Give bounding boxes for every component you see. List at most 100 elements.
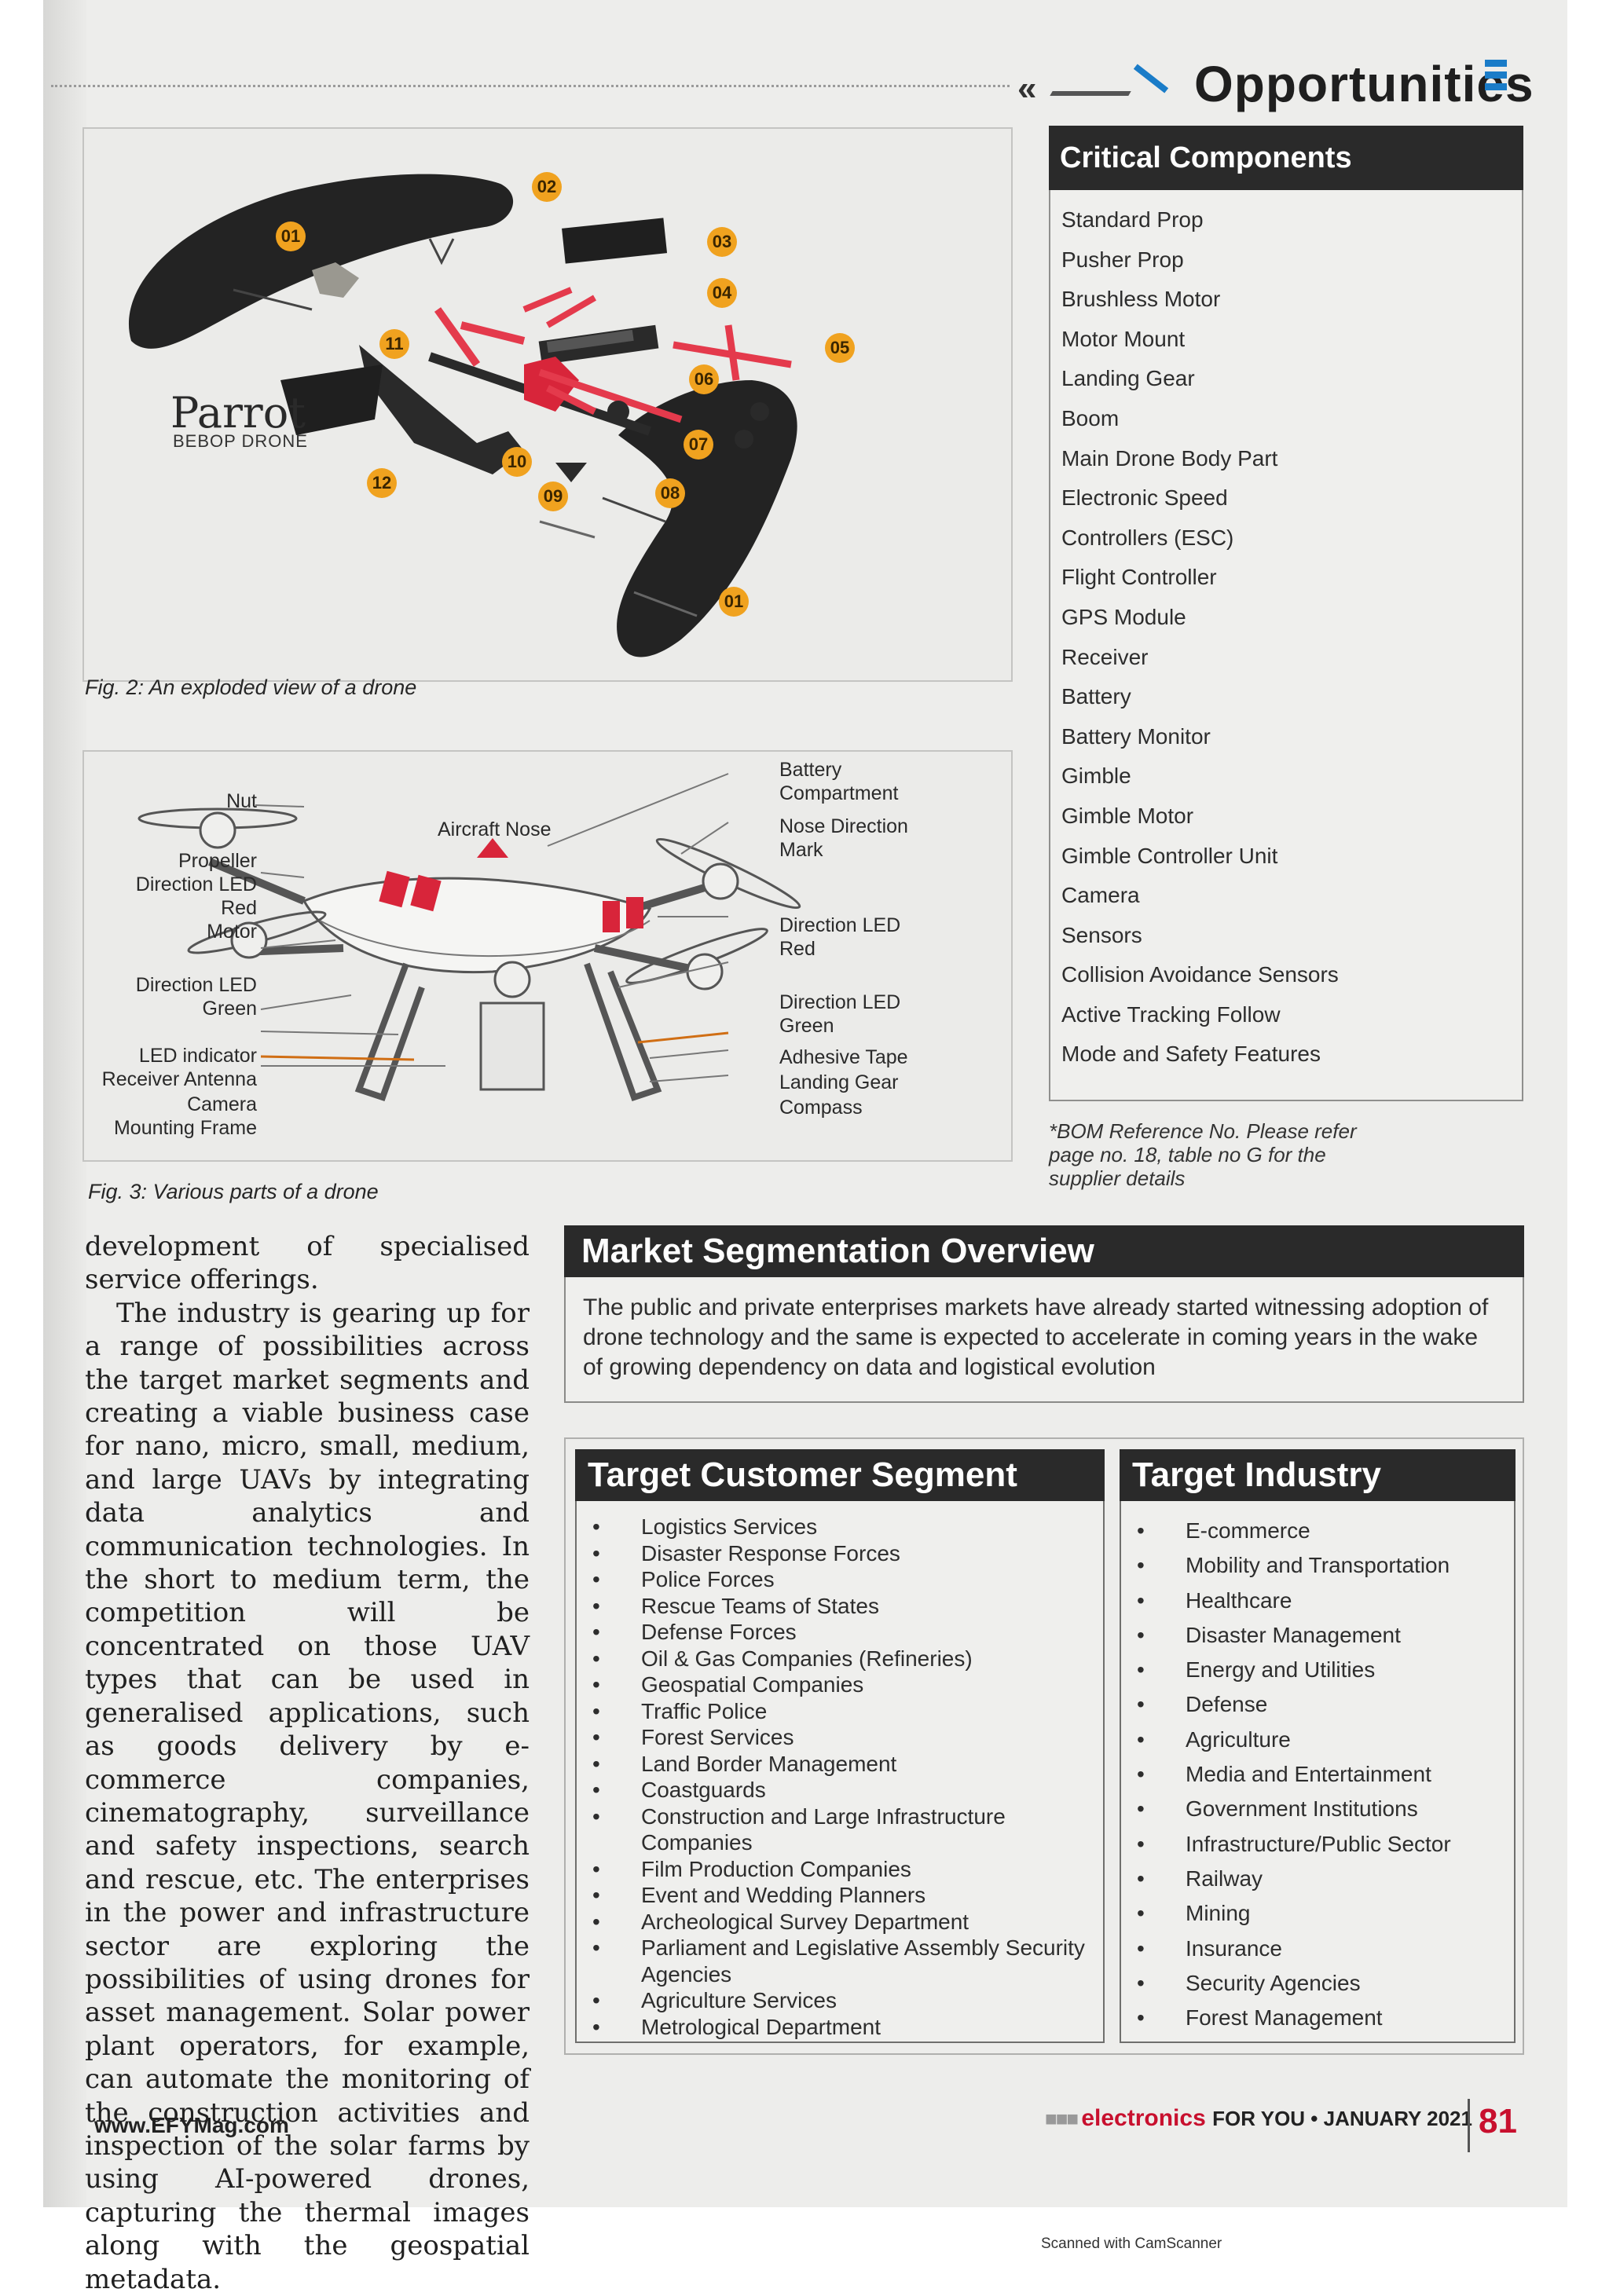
target-customer-title: Target Customer Segment [575, 1449, 1105, 1501]
target-industry-list: E-commerceMobility and TransportationHea… [1137, 1514, 1506, 2036]
exploded-drone-figure: Parrot BEBOP DRONE 01 02 03 04 05 06 07 … [82, 127, 1013, 682]
label-landing-gear: Landing Gear [779, 1071, 899, 1093]
label-camera: Camera [187, 1093, 257, 1115]
target-customer-box: Target Customer Segment Logistics Servic… [575, 1449, 1105, 2043]
drone-parts-illustration [137, 773, 801, 1102]
part-badge: 03 [707, 227, 737, 257]
customer-segment-item: Construction and Large Infrastructure Co… [592, 1803, 1095, 1856]
label-aircraft-nose: Aircraft Nose [438, 818, 552, 840]
target-industry-box: Target Industry E-commerceMobility and T… [1120, 1449, 1516, 2043]
component-item: Flight Controller [1061, 565, 1217, 590]
component-item: Landing Gear [1061, 366, 1195, 391]
article-body: development of specialised service offer… [85, 1230, 530, 2296]
magazine-issue: FOR YOU • JANUARY 2021 [1212, 2107, 1472, 2130]
component-item: Receiver [1061, 644, 1149, 669]
customer-segment-item: Metrological Department [592, 2014, 1095, 2041]
figure-2-caption: Fig. 2: An exploded view of a drone [85, 676, 417, 699]
bom-reference-note: *BOM Reference No. Please refer page no.… [1049, 1119, 1357, 1190]
component-item: Main Drone Body Part [1061, 445, 1278, 471]
customer-segment-item: Film Production Companies [592, 1856, 1095, 1883]
label-nut: Nut [226, 790, 257, 812]
industry-item: Government Institutions [1137, 1792, 1506, 1827]
exploded-drone-illustration [128, 174, 797, 657]
customer-segment-item: Police Forces [592, 1566, 1095, 1593]
part-badge: 05 [825, 333, 855, 363]
component-item: Controllers (ESC) [1061, 525, 1234, 550]
critical-components-title: Critical Components [1049, 126, 1523, 190]
customer-segment-item: Defense Forces [592, 1619, 1095, 1646]
customer-segment-item: Forest Services [592, 1724, 1095, 1751]
drone-parts-figure: Nut Propeller Direction LED Red Motor Di… [82, 750, 1013, 1162]
label-green: Green [202, 998, 257, 1020]
part-badge: 09 [538, 482, 568, 511]
label-direction-led-right: Direction LED [779, 914, 901, 936]
label-battery: Battery [779, 759, 842, 781]
part-badge: 01 [719, 587, 749, 617]
industry-item: Security Agencies [1137, 1966, 1506, 2001]
segments-frame [564, 1437, 1524, 2055]
component-item: Mode and Safety Features [1061, 1042, 1321, 1067]
menu-bars-icon [1485, 60, 1507, 95]
double-chevron-icon: « [1017, 69, 1037, 108]
industry-item: Healthcare [1137, 1584, 1506, 1619]
customer-segment-item: Parliament and Legislative Assembly Secu… [592, 1935, 1095, 1987]
industry-item: Media and Entertainment [1137, 1757, 1506, 1792]
component-item: Pusher Prop [1061, 247, 1184, 272]
component-item: Standard Prop [1061, 207, 1204, 232]
customer-segment-item: Logistics Services [592, 1514, 1095, 1540]
component-item: Battery Monitor [1061, 723, 1211, 749]
component-item: Gimble Controller Unit [1061, 843, 1278, 868]
header-rule [1050, 91, 1131, 96]
part-badge: 02 [532, 172, 562, 202]
customer-segment-item: Rescue Teams of States [592, 1593, 1095, 1620]
component-item: Battery [1061, 684, 1131, 709]
label-green-right: Green [779, 1015, 834, 1037]
target-industry-title: Target Industry [1120, 1449, 1516, 1501]
component-item: Active Tracking Follow [1061, 1002, 1281, 1027]
component-item: Collision Avoidance Sensors [1061, 962, 1339, 987]
component-item: Motor Mount [1061, 326, 1186, 351]
label-motor: Motor [207, 921, 257, 943]
section-title: Opportunities [1194, 56, 1534, 112]
label-receiver-antenna: Receiver Antenna [101, 1068, 257, 1090]
component-item: Gimble Motor [1061, 803, 1194, 828]
industry-item: Energy and Utilities [1137, 1653, 1506, 1688]
label-direction-led: Direction LED [135, 974, 257, 996]
customer-segment-item: Agriculture Services [592, 1987, 1095, 2014]
customer-segment-item: Disaster Response Forces [592, 1540, 1095, 1567]
footer-divider [1468, 2099, 1470, 2152]
label-led-indicator: LED indicator [138, 1045, 257, 1067]
target-customer-list: Logistics ServicesDisaster Response Forc… [592, 1514, 1095, 2040]
industry-item: Defense [1137, 1687, 1506, 1723]
industry-item: Mining [1137, 1896, 1506, 1932]
part-badge: 08 [655, 478, 685, 508]
paragraph: The industry is gearing up for a range o… [85, 1297, 530, 2295]
page-gutter-shadow [43, 0, 86, 2207]
label-compartment: Compartment [779, 782, 899, 804]
label-red-right: Red [779, 938, 815, 960]
customer-segment-item: Land Border Management [592, 1751, 1095, 1778]
scanner-watermark: Scanned with CamScanner [1041, 2236, 1222, 2252]
figure-3-caption: Fig. 3: Various parts of a drone [88, 1180, 379, 1203]
component-item: Boom [1061, 405, 1120, 430]
industry-item: Mobility and Transportation [1137, 1548, 1506, 1584]
brand-logo: Parrot [170, 388, 306, 438]
customer-segment-item: Oil & Gas Companies (Refineries) [592, 1646, 1095, 1672]
part-badge: 06 [689, 364, 719, 394]
part-badge: 04 [707, 278, 737, 308]
square-bullets-icon: ■■■ [1045, 2107, 1082, 2130]
label-direction-led: Direction LED [135, 873, 257, 895]
industry-item: Infrastructure/Public Sector [1137, 1827, 1506, 1862]
component-item: Electronic Speed [1061, 485, 1228, 511]
brand-subtitle: BEBOP DRONE [173, 431, 308, 451]
component-item: Sensors [1061, 922, 1142, 947]
component-item: Gimble [1061, 764, 1131, 789]
part-badge: 10 [502, 447, 532, 477]
industry-item: Railway [1137, 1862, 1506, 1897]
market-segmentation-box: Market Segmentation Overview The public … [564, 1225, 1524, 1403]
label-mounting-frame: Mounting Frame [113, 1117, 257, 1139]
label-compass: Compass [779, 1097, 863, 1119]
industry-item: Insurance [1137, 1932, 1506, 1967]
